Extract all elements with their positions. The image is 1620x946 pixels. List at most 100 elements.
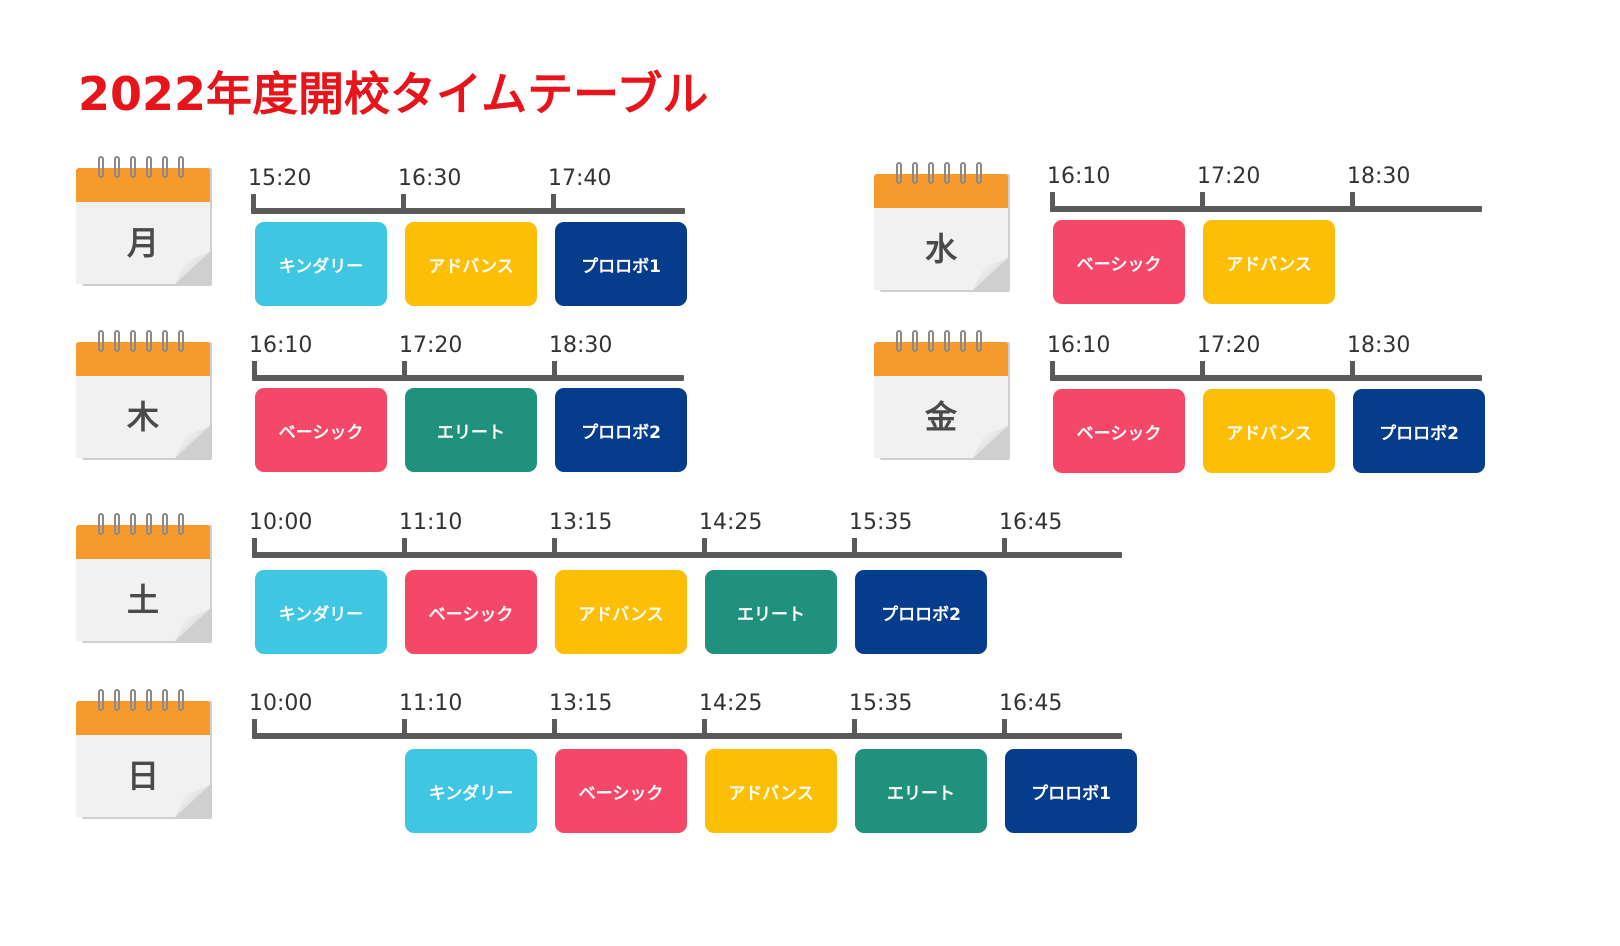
time-label: 18:30 bbox=[549, 333, 613, 358]
class-block[interactable]: キンダリー bbox=[405, 749, 537, 833]
day-label: 水 bbox=[924, 230, 957, 268]
time-label: 11:10 bbox=[399, 510, 463, 535]
binder-ring-icon bbox=[928, 330, 934, 352]
page-title: 2022年度開校タイムテーブル bbox=[78, 67, 709, 121]
time-label: 16:30 bbox=[398, 166, 462, 191]
time-label: 17:20 bbox=[1197, 333, 1261, 358]
binder-ring-icon bbox=[162, 330, 168, 352]
timeline-axis bbox=[1050, 375, 1482, 381]
day-label: 日 bbox=[126, 757, 159, 795]
class-block[interactable]: アドバンス bbox=[1203, 220, 1335, 304]
timeline-tick bbox=[852, 719, 857, 737]
time-label: 15:20 bbox=[248, 166, 312, 191]
binder-ring-icon bbox=[944, 162, 950, 184]
day-label: 土 bbox=[126, 581, 159, 619]
timeline-tick bbox=[551, 194, 556, 212]
timeline-tick bbox=[402, 719, 407, 737]
class-block[interactable]: エリート bbox=[855, 749, 987, 833]
calendar-icon: 日 bbox=[76, 689, 212, 819]
time-label: 16:45 bbox=[999, 691, 1063, 716]
class-block[interactable]: ベーシック bbox=[405, 570, 537, 654]
timeline-tick bbox=[402, 361, 407, 379]
timeline-tick bbox=[401, 194, 406, 212]
class-block[interactable]: ベーシック bbox=[255, 388, 387, 472]
time-label: 10:00 bbox=[249, 510, 313, 535]
timeline-axis bbox=[252, 733, 1122, 739]
class-block[interactable]: ベーシック bbox=[555, 749, 687, 833]
binder-ring-icon bbox=[928, 162, 934, 184]
time-label: 17:20 bbox=[399, 333, 463, 358]
timeline-axis bbox=[251, 208, 685, 214]
binder-ring-icon bbox=[130, 513, 136, 535]
calendar-icon: 木 bbox=[76, 330, 212, 460]
class-block[interactable]: エリート bbox=[705, 570, 837, 654]
class-block[interactable]: ベーシック bbox=[1053, 220, 1185, 304]
time-label: 17:40 bbox=[548, 166, 612, 191]
binder-ring-icon bbox=[146, 330, 152, 352]
timeline-tick bbox=[552, 361, 557, 379]
time-label: 17:20 bbox=[1197, 164, 1261, 189]
timeline-tick bbox=[702, 719, 707, 737]
day-label: 金 bbox=[924, 398, 957, 436]
day-label: 木 bbox=[126, 398, 159, 436]
timeline-tick bbox=[702, 538, 707, 556]
calendar-icon: 土 bbox=[76, 513, 212, 643]
timeline-axis bbox=[1050, 206, 1482, 212]
time-label: 18:30 bbox=[1347, 164, 1411, 189]
binder-ring-icon bbox=[114, 156, 120, 178]
class-block[interactable]: アドバンス bbox=[1203, 389, 1335, 473]
timeline-tick bbox=[1002, 719, 1007, 737]
time-label: 16:45 bbox=[999, 510, 1063, 535]
binder-ring-icon bbox=[98, 689, 104, 711]
timeline-tick bbox=[1050, 361, 1055, 379]
time-label: 18:30 bbox=[1347, 333, 1411, 358]
class-block[interactable]: アドバンス bbox=[705, 749, 837, 833]
binder-ring-icon bbox=[944, 330, 950, 352]
binder-ring-icon bbox=[130, 156, 136, 178]
binder-ring-icon bbox=[98, 513, 104, 535]
binder-ring-icon bbox=[178, 156, 184, 178]
calendar-header bbox=[874, 174, 1008, 208]
class-block[interactable]: エリート bbox=[405, 388, 537, 472]
time-label: 11:10 bbox=[399, 691, 463, 716]
class-block[interactable]: キンダリー bbox=[255, 222, 387, 306]
class-block[interactable]: プロロボ1 bbox=[1005, 749, 1137, 833]
binder-ring-icon bbox=[912, 162, 918, 184]
class-block[interactable]: アドバンス bbox=[555, 570, 687, 654]
timeline-tick bbox=[252, 361, 257, 379]
binder-ring-icon bbox=[178, 689, 184, 711]
binder-ring-icon bbox=[960, 330, 966, 352]
class-block[interactable]: ベーシック bbox=[1053, 389, 1185, 473]
timeline-tick bbox=[1350, 192, 1355, 210]
class-block[interactable]: キンダリー bbox=[255, 570, 387, 654]
timeline-tick bbox=[252, 538, 257, 556]
binder-ring-icon bbox=[162, 156, 168, 178]
binder-ring-icon bbox=[162, 689, 168, 711]
time-label: 14:25 bbox=[699, 510, 763, 535]
time-label: 15:35 bbox=[849, 510, 913, 535]
binder-ring-icon bbox=[146, 689, 152, 711]
class-block[interactable]: アドバンス bbox=[405, 222, 537, 306]
binder-ring-icon bbox=[912, 330, 918, 352]
class-block[interactable]: プロロボ2 bbox=[1353, 389, 1485, 473]
timeline-tick bbox=[252, 719, 257, 737]
day-label: 月 bbox=[126, 224, 159, 262]
binder-ring-icon bbox=[960, 162, 966, 184]
time-label: 13:15 bbox=[549, 510, 613, 535]
binder-ring-icon bbox=[146, 513, 152, 535]
class-block[interactable]: プロロボ2 bbox=[555, 388, 687, 472]
calendar-icon: 月 bbox=[76, 156, 212, 286]
timeline-tick bbox=[402, 538, 407, 556]
calendar-header bbox=[76, 168, 210, 202]
timeline-tick bbox=[1200, 361, 1205, 379]
calendar-icon: 金 bbox=[874, 330, 1010, 460]
binder-ring-icon bbox=[130, 330, 136, 352]
class-block[interactable]: プロロボ1 bbox=[555, 222, 687, 306]
timeline-axis bbox=[252, 552, 1122, 558]
class-block[interactable]: プロロボ2 bbox=[855, 570, 987, 654]
timeline-tick bbox=[552, 719, 557, 737]
binder-ring-icon bbox=[178, 330, 184, 352]
time-label: 16:10 bbox=[1047, 333, 1111, 358]
calendar-header bbox=[76, 701, 210, 735]
binder-ring-icon bbox=[146, 156, 152, 178]
